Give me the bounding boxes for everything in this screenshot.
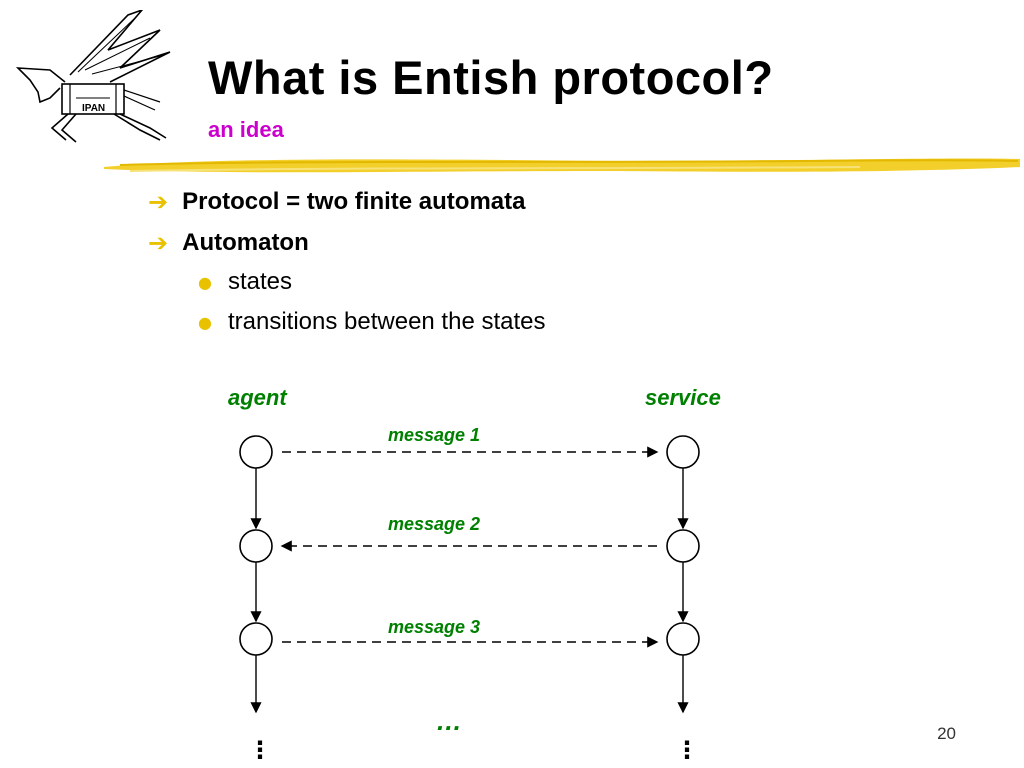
page-number: 20 (937, 724, 956, 743)
agent-state-1 (239, 435, 273, 469)
message-2-label: message 2 (388, 514, 480, 534)
agent-more-dots: ⋮ (248, 736, 272, 764)
logo-text: IPAN (82, 103, 105, 114)
slide-subtitle: an idea (208, 117, 284, 142)
sub-bullet-transitions: ● transitions between the states (198, 308, 546, 336)
continuation-ellipsis: … (436, 706, 462, 736)
arrow-bullet-icon: ➔ (148, 188, 169, 216)
agent-label: agent (228, 385, 288, 410)
bullet-protocol: ➔ Protocol = two finite automata (148, 188, 525, 216)
message-3-label: message 3 (388, 617, 480, 637)
bullet-text: Protocol = two finite automata (182, 188, 526, 215)
sub-bullet-states: ● states (198, 268, 292, 296)
service-state-1 (666, 435, 700, 469)
arrow-bullet-icon: ➔ (148, 229, 169, 257)
agent-state-2 (239, 529, 273, 563)
service-more-dots: ⋮ (675, 736, 699, 764)
dot-bullet-icon: ● (198, 272, 212, 292)
sub-bullet-text: transitions between the states (227, 308, 546, 335)
bullet-text: Automaton (182, 229, 309, 256)
service-state-3 (666, 622, 700, 656)
service-label: service (645, 385, 721, 410)
agent-state-3 (239, 622, 273, 656)
bullet-automaton: ➔ Automaton (148, 229, 309, 257)
ipan-logo: IPAN (15, 10, 171, 143)
brush-stroke-divider (104, 158, 1020, 173)
sub-bullet-text: states (227, 268, 292, 295)
service-state-2 (666, 529, 700, 563)
message-1-label: message 1 (388, 425, 480, 445)
dot-bullet-icon: ● (198, 312, 212, 332)
slide-title: What is Entish protocol? (208, 51, 774, 104)
